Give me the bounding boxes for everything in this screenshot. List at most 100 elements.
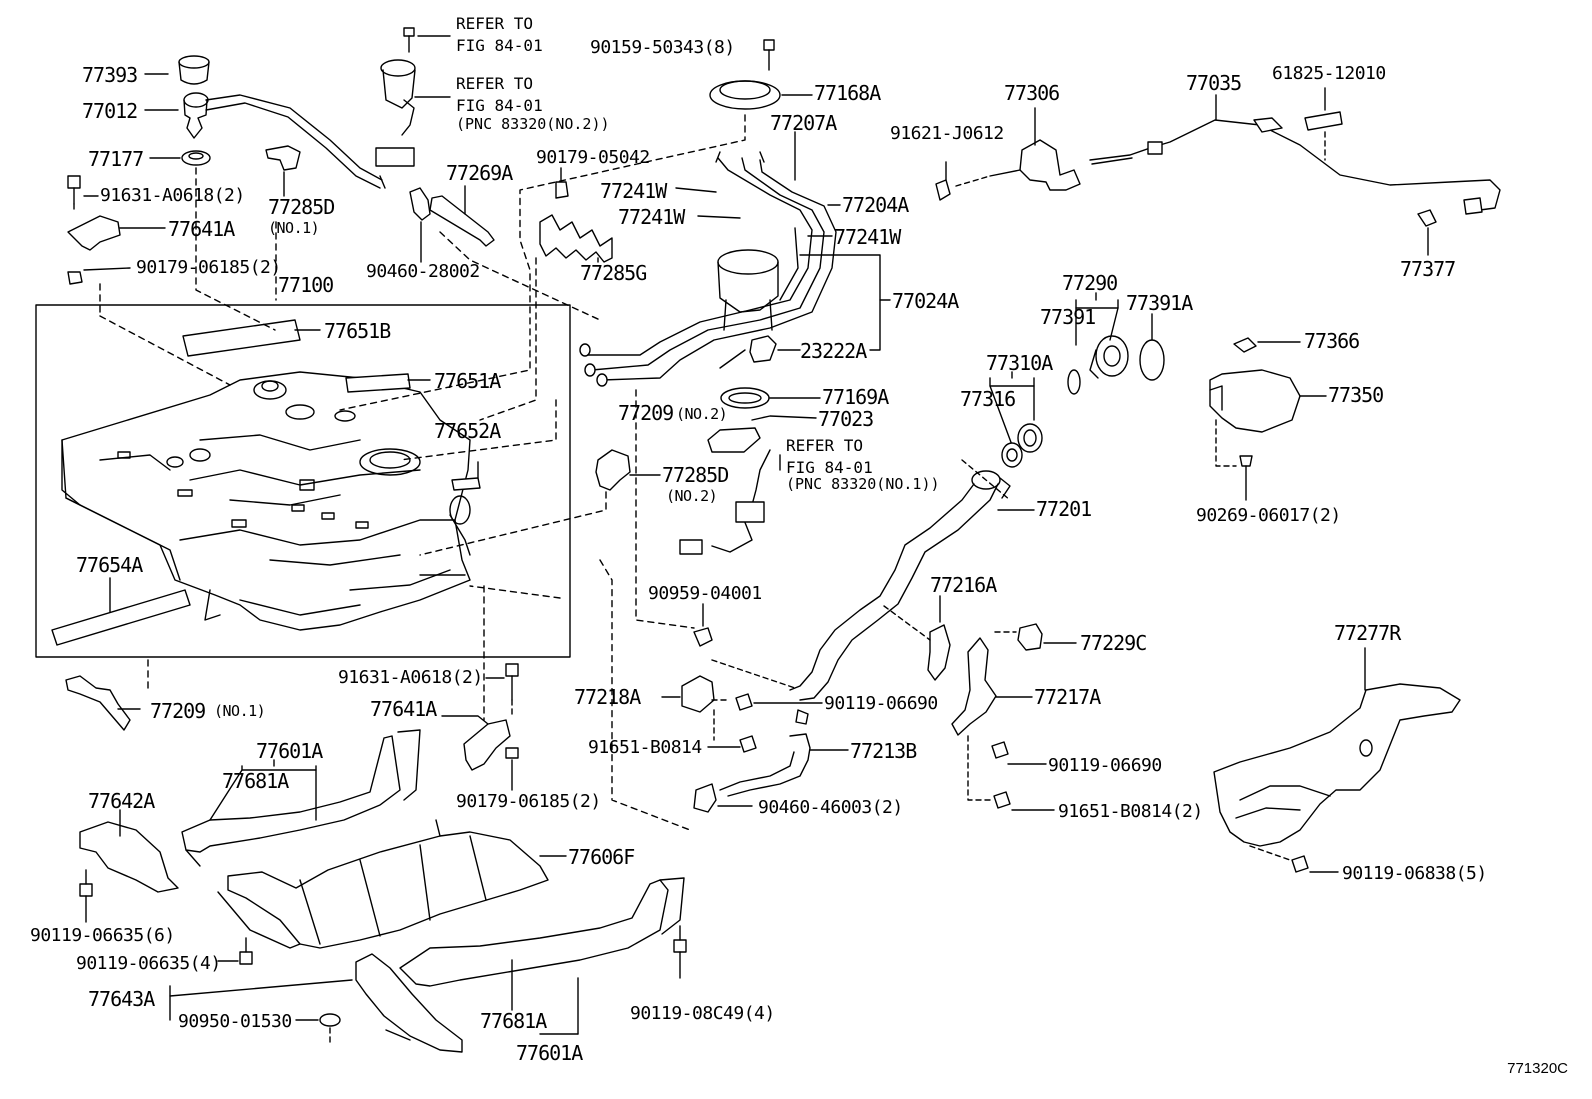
bracket-77643A-shape [355, 953, 463, 1053]
liner-77277R-shape [1213, 683, 1461, 847]
part-label-90179-06185-top: 90179-06185(2) [136, 257, 281, 278]
label-61825-shape [1304, 111, 1343, 131]
part-label-90119-06690-a: 90119-06690 [824, 693, 938, 714]
clamp-90959-shape [693, 627, 713, 647]
fitting-90460-46003-shape [693, 783, 717, 813]
bolt-90119-06635-4-shape [239, 937, 253, 965]
refer-note-3-line3: (PNC 83320(NO.1)) [786, 475, 940, 493]
clip-77285G-shape [539, 214, 613, 263]
gasket-77169A-shape [720, 387, 770, 409]
ring-77391A-shape [1139, 339, 1165, 381]
part-label-77201: 77201 [1036, 497, 1092, 521]
part-label-77393: 77393 [82, 63, 138, 87]
part-label-77641A-top: 77641A [168, 217, 235, 241]
bolt-91631-mid-shape [505, 663, 519, 701]
refer-note-1-line2: FIG 84-01 [456, 36, 543, 55]
strap-77601A-bot-shape [399, 877, 685, 987]
nut-90179-05042-shape [555, 181, 569, 199]
grommet-77177-shape [181, 150, 211, 166]
part-label-90119-06690-b: 90119-06690 [1048, 755, 1162, 776]
cap-77290-shape [1089, 335, 1129, 379]
part-label-77651B: 77651B [324, 319, 391, 343]
part-label-61825-12010: 61825-12010 [1272, 63, 1386, 84]
part-label-77024A: 77024A [892, 289, 959, 313]
part-label-77204A: 77204A [842, 193, 909, 217]
part-label-77643A: 77643A [88, 987, 155, 1011]
sender-gauge-shape [375, 27, 451, 167]
cap-77393-shape [178, 55, 210, 85]
part-label-77023: 77023 [818, 407, 874, 431]
part-label-77209-no1: 77209 [150, 699, 206, 723]
bracket-77641A-mid-shape [463, 719, 511, 771]
hose-fitting-90460-28002-shape [409, 187, 431, 221]
filter-23222A-shape [719, 335, 777, 369]
part-label-90179-05042: 90179-05042 [536, 147, 650, 168]
part-label-77177: 77177 [88, 147, 144, 171]
bolt-90119-06690-b-shape [991, 741, 1009, 759]
part-label-77651A: 77651A [434, 369, 501, 393]
refer-note-2-line1: REFER TO [456, 74, 534, 93]
part-label-77207A: 77207A [770, 111, 837, 135]
part-label-77229C: 77229C [1080, 631, 1147, 655]
part-label-77169A: 77169A [822, 385, 889, 409]
part-label-77209-no2: 77209 [618, 401, 674, 425]
heat-shield-77606F-shape [217, 819, 549, 949]
part-label-90460-46003: 90460-46003(2) [758, 797, 903, 818]
lock-77306-shape [989, 139, 1081, 191]
part-label-77277R: 77277R [1334, 621, 1401, 645]
plug-90950-shape [319, 1013, 341, 1027]
filler-pipe-77201-shape [789, 470, 1011, 701]
refer-note-3-line2: FIG 84-01 [786, 458, 873, 477]
part-label-77100: 77100 [278, 273, 334, 297]
part-label-77213B: 77213B [850, 739, 917, 763]
part-label-77652A: 77652A [434, 419, 501, 443]
refer-note-2-line2: FIG 84-01 [456, 96, 543, 115]
bracket-77642A-shape [79, 821, 179, 893]
wire-harness-shape [679, 449, 781, 555]
clamp-77285D-2-shape [595, 449, 631, 491]
bolt-90119-06690-a-shape [735, 693, 753, 711]
ring-77391-shape [1067, 369, 1081, 395]
part-label-90950-01530: 90950-01530 [178, 1011, 292, 1032]
part-label-90159-50343: 90159-50343(8) [590, 37, 735, 58]
part-label-90269-06017: 90269-06017(2) [1196, 505, 1341, 526]
refer-note-1-line1: REFER TO [456, 14, 534, 33]
part-label-77285D-no1-sub: (NO.1) [268, 219, 320, 237]
lid-77350-shape [1209, 369, 1301, 433]
part-label-77681A-bot: 77681A [480, 1009, 547, 1033]
fuel-tank-drawing [61, 371, 471, 631]
bolt-90119-08C49-shape [673, 925, 687, 953]
part-label-90460-28002: 90460-28002 [366, 261, 480, 282]
part-label-90179-06185-mid: 90179-06185(2) [456, 791, 601, 812]
part-label-77377: 77377 [1400, 257, 1456, 281]
pad-77651A-shape [345, 373, 411, 393]
ring-77168A-shape [709, 80, 781, 110]
part-label-91651-B0814-b: 91651-B0814(2) [1058, 801, 1203, 822]
part-label-77606F: 77606F [568, 845, 635, 869]
cable-77035-shape [1089, 117, 1501, 215]
part-label-77310A: 77310A [986, 351, 1053, 375]
part-label-77285D-no2-sub: (NO.2) [666, 487, 718, 505]
part-label-77306: 77306 [1004, 81, 1060, 105]
seal-77316-shape [1017, 423, 1043, 453]
cover-77023-shape [707, 427, 761, 453]
bolt-90159-shape [763, 39, 775, 71]
part-label-77642A: 77642A [88, 789, 155, 813]
part-label-77391A: 77391A [1126, 291, 1193, 315]
bolt-91621-shape [935, 161, 991, 201]
part-label-77391: 77391 [1040, 305, 1096, 329]
part-label-77350: 77350 [1328, 383, 1384, 407]
clip-77229C-shape [1017, 623, 1043, 651]
part-label-77601A-bot: 77601A [516, 1041, 583, 1065]
bolt-90269-shape [1239, 455, 1253, 501]
part-label-77316: 77316 [960, 387, 1016, 411]
part-label-77217A: 77217A [1034, 685, 1101, 709]
part-label-77218A: 77218A [574, 685, 641, 709]
part-label-77241W-2: 77241W [618, 205, 685, 229]
part-label-91631-A0618-mid: 91631-A0618(2) [338, 667, 483, 688]
part-label-77285D-no1: 77285D [268, 195, 335, 219]
part-label-77012: 77012 [82, 99, 138, 123]
figure-code: 771320C [1507, 1060, 1568, 1077]
bolt-91651-a-shape [739, 735, 757, 753]
